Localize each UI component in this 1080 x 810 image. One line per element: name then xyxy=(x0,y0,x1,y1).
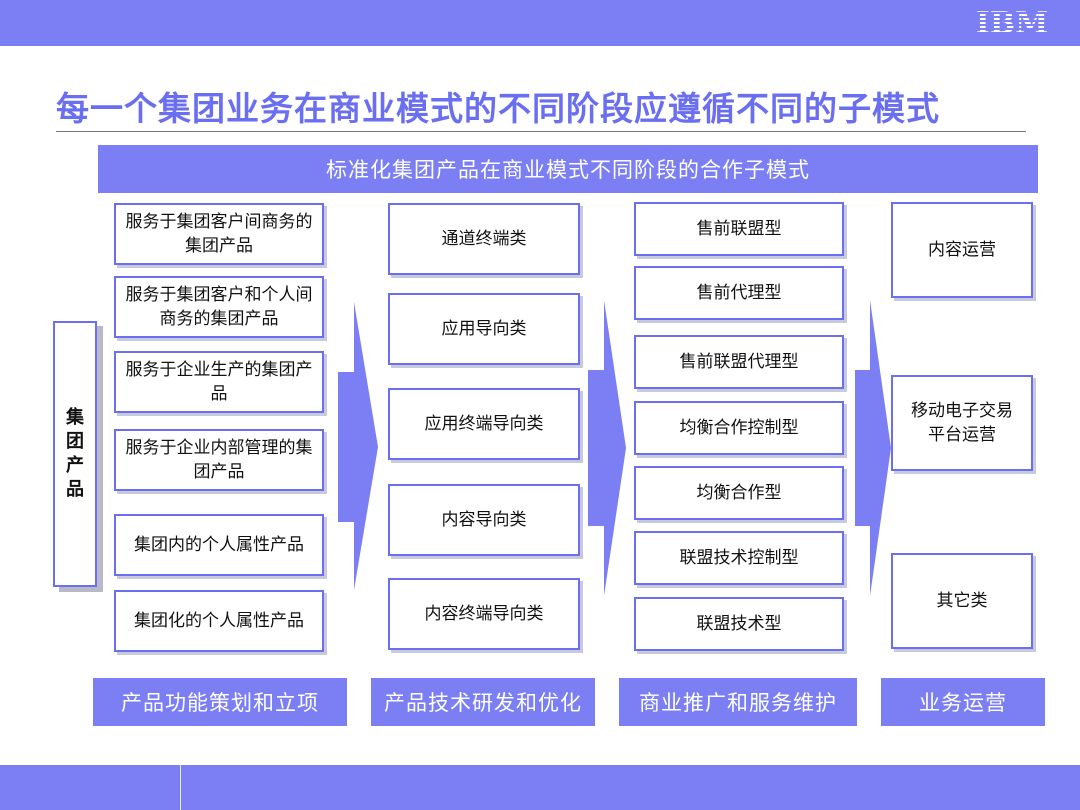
product-box: 服务于集团客户间商务的集团产品 xyxy=(114,203,324,265)
model-box: 均衡合作控制型 xyxy=(634,401,844,455)
tech-box: 内容终端导向类 xyxy=(388,578,580,650)
tech-box: 应用终端导向类 xyxy=(388,388,580,460)
tech-box: 应用导向类 xyxy=(388,293,580,365)
bottom-band xyxy=(0,765,1080,810)
model-box: 售前代理型 xyxy=(634,266,844,320)
product-box: 集团化的个人属性产品 xyxy=(114,590,324,652)
ibm-logo: IBM xyxy=(976,6,1049,38)
model-box: 售前联盟型 xyxy=(634,202,844,256)
model-box: 均衡合作型 xyxy=(634,466,844,520)
svg-text:IBM: IBM xyxy=(976,6,1049,38)
product-box: 集团内的个人属性产品 xyxy=(114,514,324,576)
tech-box: 通道终端类 xyxy=(388,203,580,275)
product-box: 服务于集团客户和个人间商务的集团产品 xyxy=(114,276,324,338)
ops-box: 移动电子交易平台运营 xyxy=(891,375,1033,471)
ops-box: 其它类 xyxy=(891,553,1033,649)
top-band xyxy=(0,0,1080,46)
product-box: 服务于企业生产的集团产品 xyxy=(114,351,324,413)
title-underline xyxy=(56,131,1026,132)
model-box: 联盟技术型 xyxy=(634,597,844,651)
model-box: 售前联盟代理型 xyxy=(634,335,844,389)
ops-box: 内容运营 xyxy=(891,202,1033,298)
stage-label: 商业推广和服务维护 xyxy=(619,678,857,726)
stage-label: 产品功能策划和立项 xyxy=(93,678,347,726)
product-box: 服务于企业内部管理的集团产品 xyxy=(114,429,324,491)
bottom-divider xyxy=(180,765,181,810)
flow-arrow-1 xyxy=(338,302,378,590)
stage-label: 产品技术研发和优化 xyxy=(371,678,595,726)
page-title: 每一个集团业务在商业模式的不同阶段应遵循不同的子模式 xyxy=(56,89,940,128)
flow-arrow-3 xyxy=(855,300,891,596)
tech-box: 内容导向类 xyxy=(388,484,580,556)
group-products-label: 集团产品 xyxy=(53,321,97,587)
stage-label: 业务运营 xyxy=(881,678,1045,726)
flow-arrow-2 xyxy=(588,300,626,596)
model-box: 联盟技术控制型 xyxy=(634,531,844,585)
diagram-header: 标准化集团产品在商业模式不同阶段的合作子模式 xyxy=(98,145,1038,193)
